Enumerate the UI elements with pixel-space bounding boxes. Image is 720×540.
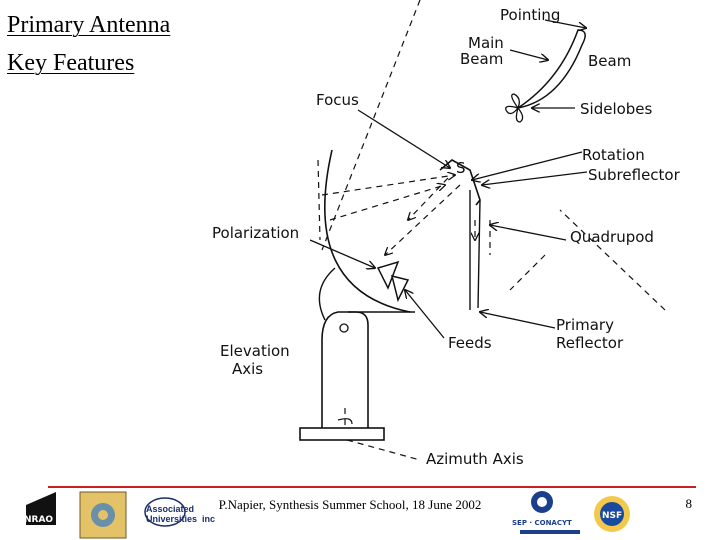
label-azimuth-axis: Azimuth Axis [426, 450, 524, 468]
aui-logo: Associated Universities inc [144, 497, 215, 527]
conacyt-logo: SEP · CONACYT [512, 491, 580, 534]
label-elevation: Elevation [220, 342, 290, 360]
label-arrows [309, 109, 588, 339]
page-number: 8 [685, 496, 693, 511]
label-beam: Beam [588, 52, 631, 70]
main-beam-lobe [517, 29, 586, 109]
label-subreflector: Subreflector [588, 166, 681, 184]
label-feeds: Feeds [448, 334, 492, 352]
label-primary: Primary [556, 316, 614, 334]
azimuth-base [299, 427, 385, 441]
label-reflector: Reflector [556, 334, 624, 352]
aui-logo-line-1: Associated [146, 504, 194, 514]
label-rotation: Rotation [582, 146, 645, 164]
nrao-logo: NRAO [24, 492, 56, 525]
nrao-logo-text: NRAO [24, 515, 53, 525]
label-axis: Axis [232, 360, 263, 378]
slide-title: Primary Antenna Key Features [7, 6, 170, 82]
label-focus: Focus [316, 91, 359, 109]
dish-back-structure [318, 267, 336, 321]
label-main-beam: Beam [460, 50, 503, 68]
elevation-fork [321, 311, 369, 428]
elevation-axis-bearing [339, 323, 349, 333]
nsf-logo-text: NSF [602, 511, 622, 521]
beam-arrows [509, 19, 586, 108]
label-sidelobes: Sidelobes [580, 100, 653, 118]
aui-logo-line-2: Universities [146, 514, 197, 524]
primary-reflector-dish [324, 149, 411, 313]
label-pointing: Pointing [500, 6, 560, 24]
aui-logo-suffix: inc [202, 514, 215, 524]
title-line-1: Primary Antenna [7, 12, 171, 38]
zia-logo [79, 491, 127, 539]
footer-credit: P.Napier, Synthesis Summer School, 18 Ju… [218, 497, 482, 512]
quadrupod-leg-right [477, 199, 481, 309]
sidelobes [505, 93, 524, 123]
feed-horns [376, 260, 410, 303]
subreflector-rotation-mark: S [456, 159, 466, 177]
label-polarization: Polarization [212, 224, 299, 242]
nsf-logo: NSF [594, 496, 630, 532]
title-line-2: Key Features [7, 50, 135, 76]
label-quadrupod: Quadrupod [570, 228, 654, 246]
footer-rule [48, 486, 696, 488]
azimuth-rotation-mark [337, 418, 353, 425]
conacyt-logo-text: SEP · CONACYT [512, 519, 572, 527]
label-main: Main [468, 34, 504, 52]
